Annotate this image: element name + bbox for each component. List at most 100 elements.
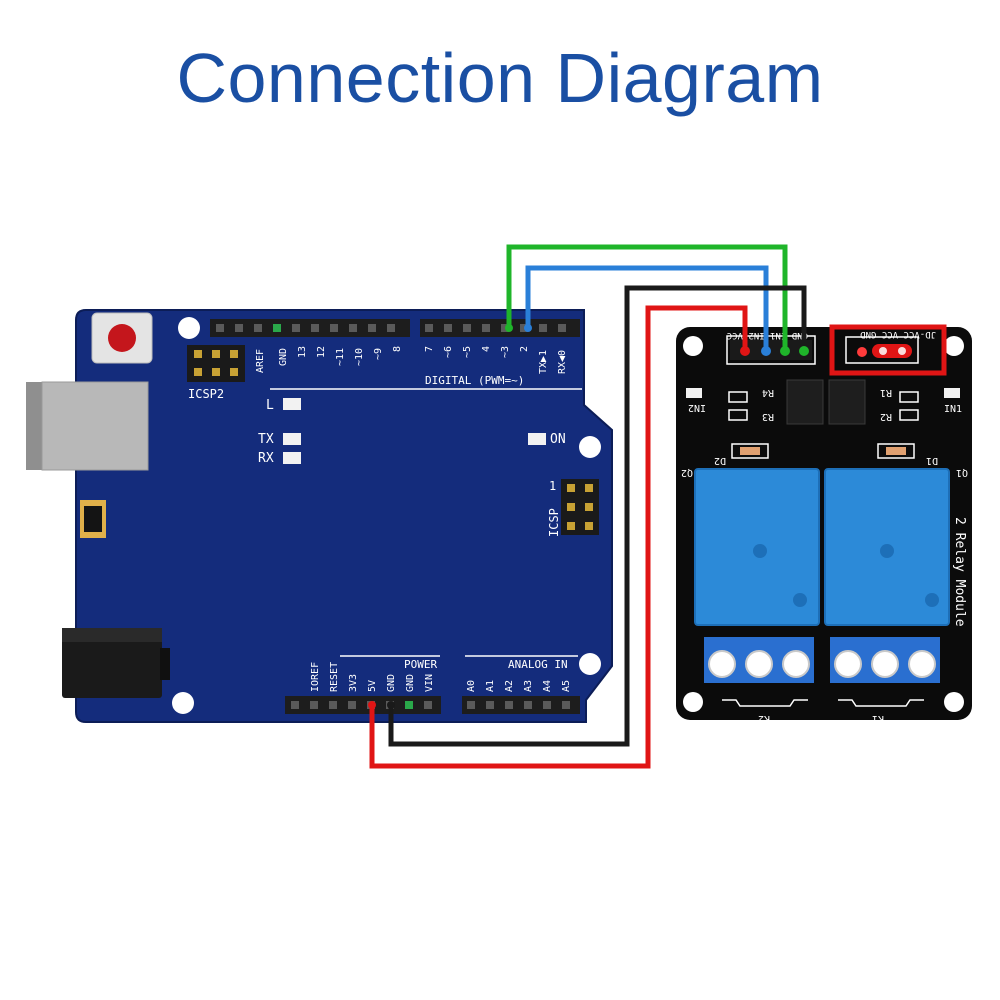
pin-label-tx1: TX▶1 xyxy=(538,350,549,374)
pin-label-10: ~10 xyxy=(354,348,365,366)
mounting-hole xyxy=(172,692,194,714)
digital-header-right xyxy=(420,319,580,337)
relay-module: GND IN1 IN2 VCC JD-VCC VCC GND IN2 IN1 R… xyxy=(676,324,972,724)
r1-label: R1 xyxy=(880,387,892,398)
d1-label: D1 xyxy=(926,455,938,466)
power-pin-labels: IOREF RESET 3V3 5V GND GND VIN A0 A1 A2 … xyxy=(310,662,572,692)
pin-label-ioref: IOREF xyxy=(310,662,321,692)
in2-label: IN2 xyxy=(688,402,706,413)
arduino-board: ICSP2 AREF GND 13 12 ~11 xyxy=(26,309,613,723)
analog-label: ANALOG IN xyxy=(508,658,568,671)
icsp2-label: ICSP2 xyxy=(188,387,224,401)
mounting-hole xyxy=(944,692,964,712)
wire-blue xyxy=(525,265,769,349)
pin-label-3: ~3 xyxy=(500,346,511,358)
pin-label-a3: A3 xyxy=(523,680,534,692)
reset-button[interactable] xyxy=(91,312,153,364)
pin-label-a2: A2 xyxy=(504,680,515,692)
icsp-pin1-label: 1 xyxy=(549,479,556,493)
k2-label: K2 xyxy=(758,713,770,724)
jumper-highlight-box xyxy=(829,324,947,376)
led-tx xyxy=(283,433,301,445)
q1-label: Q1 xyxy=(956,467,968,478)
pin-label-a5: A5 xyxy=(561,680,572,692)
pin-label-gnd1: GND xyxy=(386,674,397,692)
terminal-k1 xyxy=(830,637,940,683)
pin-label-9: ~9 xyxy=(373,348,384,360)
r4-label: R4 xyxy=(762,387,774,398)
led-tx-label: TX xyxy=(258,432,274,447)
wire-red xyxy=(369,305,748,769)
pin-label-rx0: RX◀0 xyxy=(557,350,568,374)
led-l-label: L xyxy=(266,398,274,413)
pin-label-vin: VIN xyxy=(424,674,435,692)
page-title: Connection Diagram xyxy=(176,39,824,117)
terminal-outlines xyxy=(722,699,924,707)
wire-black xyxy=(388,285,807,747)
relay-input-header xyxy=(726,335,816,365)
led-rx xyxy=(283,452,301,464)
usb-port xyxy=(26,381,149,471)
d2-label: D2 xyxy=(714,455,726,466)
led-on xyxy=(528,433,546,445)
analog-header xyxy=(462,696,580,714)
pin-label-2: 2 xyxy=(519,346,530,352)
pin-label-5: ~5 xyxy=(462,346,473,358)
in1-label: IN1 xyxy=(944,404,962,415)
pin-label-7: 7 xyxy=(424,346,435,352)
r3-label: R3 xyxy=(762,411,774,422)
pin-label-a0: A0 xyxy=(466,680,477,692)
pin-label-3v3: 3V3 xyxy=(348,674,359,692)
k1-label: K1 xyxy=(872,713,884,724)
diodes xyxy=(731,443,915,459)
pin-label-8: 8 xyxy=(392,346,403,352)
pin-label-11: ~11 xyxy=(335,348,346,366)
icsp-label: ICSP xyxy=(547,508,561,537)
resistors xyxy=(728,391,919,421)
pin-label-a1: A1 xyxy=(485,680,496,692)
mounting-hole xyxy=(683,336,703,356)
mounting-hole xyxy=(579,436,601,458)
wire-endpoints xyxy=(368,324,809,709)
pin-label-gnd2: GND xyxy=(405,674,416,692)
optocouplers xyxy=(786,379,866,425)
digital-header-left xyxy=(210,319,410,337)
digital-label: DIGITAL (PWM=~) xyxy=(425,374,524,387)
icsp-header xyxy=(561,479,599,535)
pin-label-6: ~6 xyxy=(443,346,454,358)
pin-label-aref: AREF xyxy=(255,349,266,373)
pin-label-5v: 5V xyxy=(367,680,378,692)
mounting-hole xyxy=(944,336,964,356)
icsp2-header xyxy=(187,345,245,382)
led-on-label: ON xyxy=(550,432,566,447)
mounting-hole xyxy=(579,653,601,675)
r2-label: R2 xyxy=(880,411,892,422)
power-label: POWER xyxy=(404,658,437,671)
jd-vcc-jumper[interactable] xyxy=(845,336,919,364)
regulator-chip xyxy=(80,500,106,538)
module-name-label: 2 Relay Module xyxy=(952,517,967,627)
q2-label: Q2 xyxy=(681,467,693,478)
mounting-hole xyxy=(683,692,703,712)
pin-label-12: 12 xyxy=(316,346,327,358)
mounting-hole xyxy=(178,317,200,339)
wire-green xyxy=(506,244,788,349)
power-header xyxy=(285,696,441,714)
digital-pin-labels: AREF GND 13 12 ~11 ~10 ~9 8 7 ~6 ~5 4 ~3… xyxy=(255,346,568,374)
led-in2 xyxy=(686,388,702,398)
led-in1 xyxy=(944,388,960,398)
led-l xyxy=(283,398,301,410)
pin-label-gnd: GND xyxy=(278,348,289,366)
relay-k1 xyxy=(824,468,950,626)
led-rx-label: RX xyxy=(258,451,274,466)
pin-label-a4: A4 xyxy=(542,680,553,692)
pin-label-13: 13 xyxy=(297,346,308,358)
pin-label-reset: RESET xyxy=(329,662,340,692)
terminal-k2 xyxy=(704,637,814,683)
pin-label-4: 4 xyxy=(481,346,492,352)
jd-vcc-header-label: JD-VCC VCC GND xyxy=(860,329,936,339)
relay-k2 xyxy=(694,468,820,626)
wires xyxy=(369,244,807,769)
power-jack xyxy=(62,628,170,698)
